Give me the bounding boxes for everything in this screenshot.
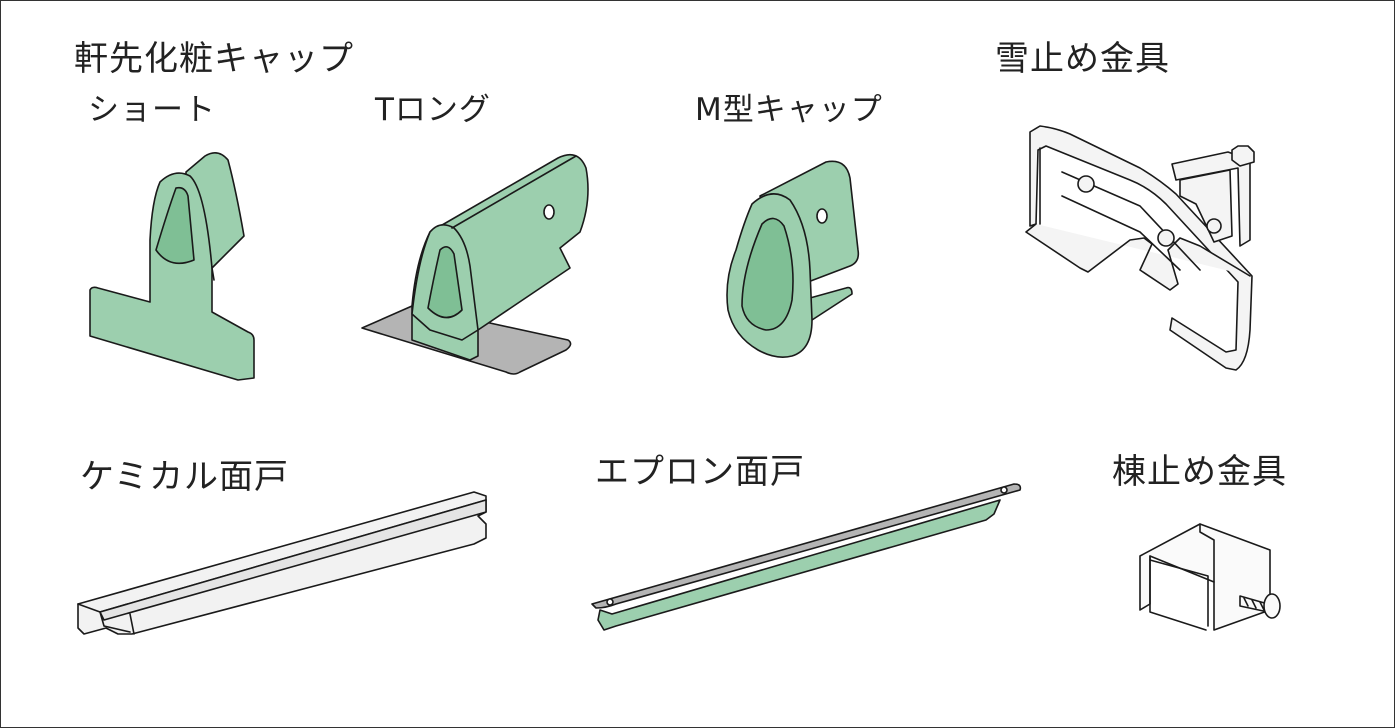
ridge-stop-bracket [1139, 523, 1281, 631]
chemical-face-bar [77, 491, 487, 635]
short-label: ショート [88, 92, 216, 128]
chemical-face-label: ケミカル面戸 [80, 457, 289, 497]
short-cap [89, 152, 255, 381]
eaves-cap-title: 軒先化粧キャップ [74, 39, 354, 79]
apron-face-label: エプロン面戸 [595, 452, 805, 492]
snow-stop-bracket [1025, 125, 1255, 371]
apron-face-bar [591, 483, 1022, 631]
m-cap-label: M型キャップ [695, 92, 883, 128]
t-long-label: Tロング [375, 92, 491, 128]
m-type-cap [726, 160, 860, 358]
snow-stop-label: 雪止め金具 [995, 39, 1170, 79]
t-long-cap [361, 153, 589, 375]
ridge-stop-label: 棟止め金具 [1112, 452, 1287, 492]
